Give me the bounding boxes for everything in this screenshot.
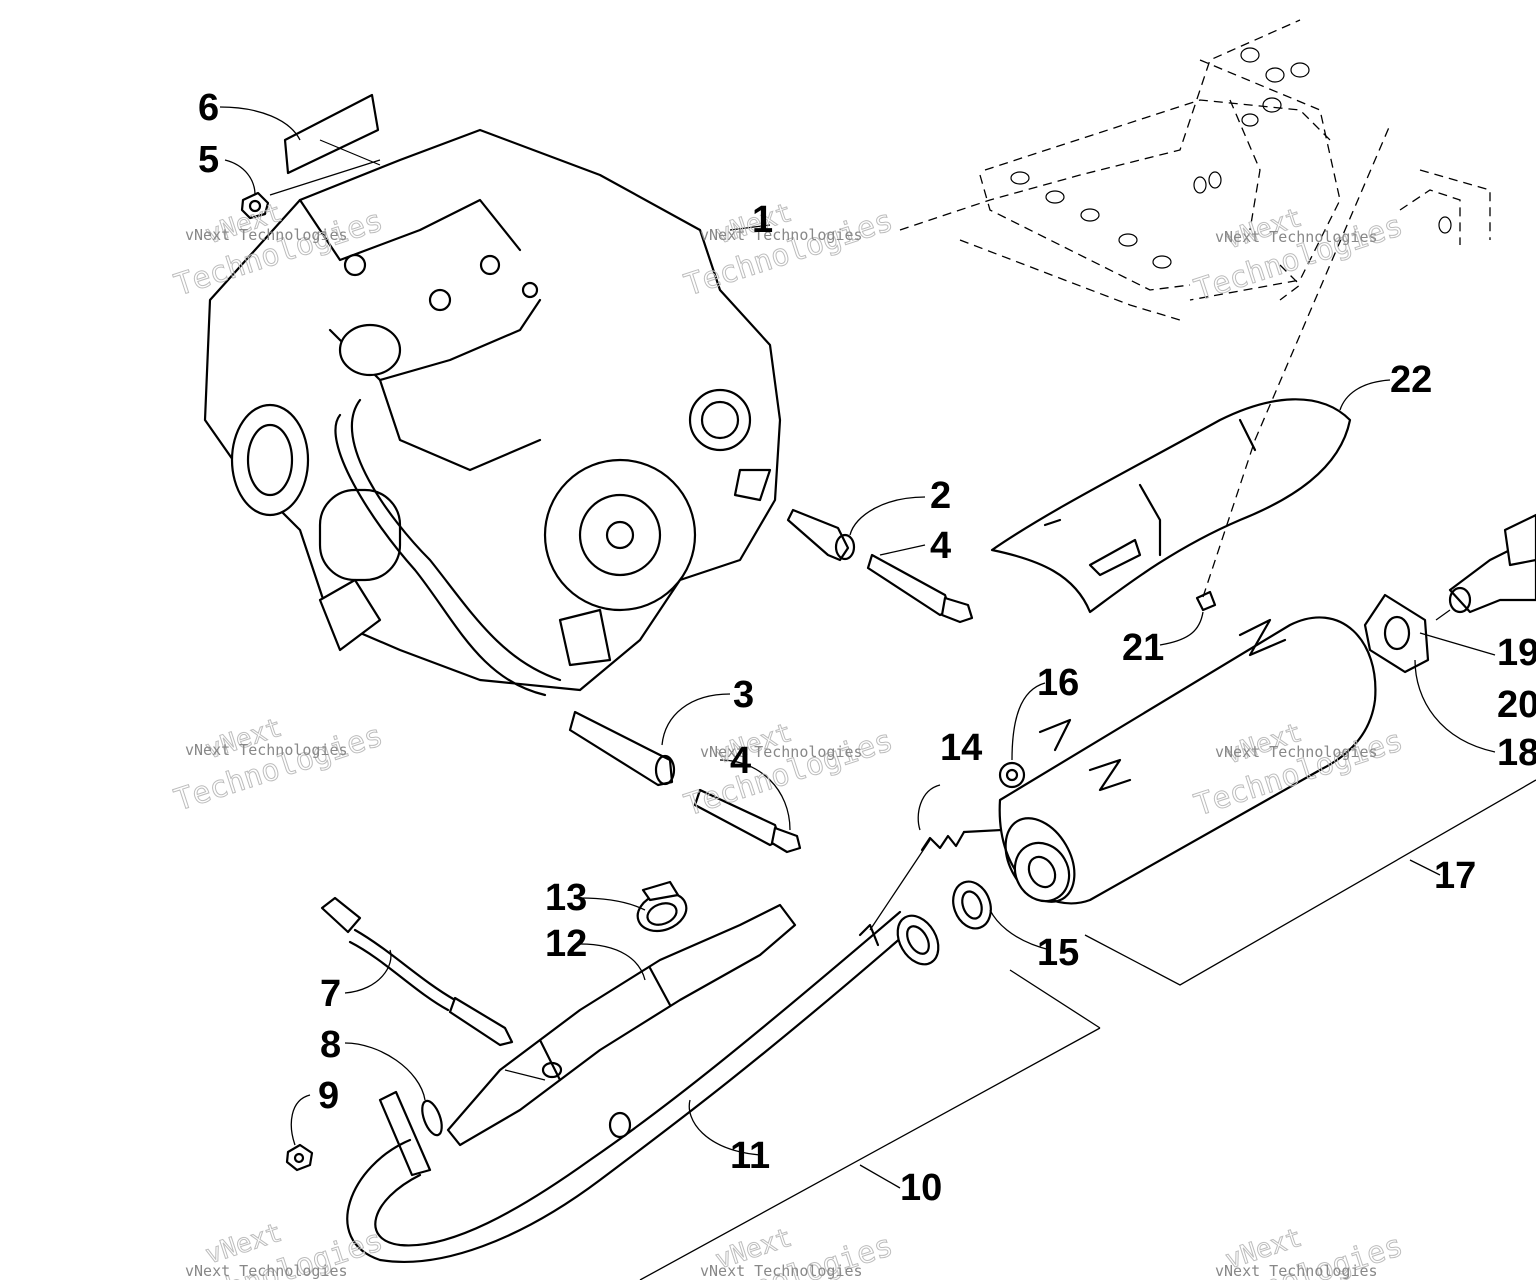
exhaust-pipe-10 <box>346 910 940 1263</box>
callout-4-lower: 4 <box>730 740 751 782</box>
callout-14: 14 <box>940 727 982 769</box>
heat-shield-12 <box>446 903 797 1147</box>
gasket-15 <box>952 880 992 930</box>
callout-12: 12 <box>545 923 587 965</box>
nut-9 <box>285 1143 314 1172</box>
callout-16: 16 <box>1037 662 1079 704</box>
callout-10: 10 <box>900 1167 942 1209</box>
frame-outline <box>899 19 1491 321</box>
callout-19: 19 <box>1497 632 1536 674</box>
callout-4-upper: 4 <box>930 525 951 567</box>
watermark-text: vNext Technologies <box>1215 1262 1378 1280</box>
muffler-17 <box>998 616 1377 905</box>
nut-5 <box>240 191 270 220</box>
callout-21: 21 <box>1122 627 1164 669</box>
callout-8: 8 <box>320 1024 341 1066</box>
watermark-text: vNext Technologies <box>185 226 348 244</box>
watermark-text: vNext Technologies <box>185 1262 348 1280</box>
clamp-13 <box>636 880 688 933</box>
watermark-text: vNext Technologies <box>185 741 348 759</box>
callout-3: 3 <box>733 674 754 716</box>
callout-13: 13 <box>545 877 587 919</box>
watermark-text: vNext Technologies <box>1215 228 1378 246</box>
engine-assembly <box>203 128 782 697</box>
callout-11: 11 <box>730 1135 770 1177</box>
oxygen-sensor-7 <box>320 896 514 1047</box>
callout-20: 20 <box>1497 684 1536 726</box>
watermark-text: vNext Technologies <box>700 1262 863 1280</box>
bolt-4-lower <box>693 788 802 854</box>
spark-arrestor-19 <box>1448 513 1536 614</box>
callout-1: 1 <box>752 199 773 241</box>
callout-7: 7 <box>320 973 341 1015</box>
callout-9: 9 <box>318 1075 339 1117</box>
watermark-text: vNext Technologies <box>1215 743 1378 761</box>
callout-6: 6 <box>198 87 219 129</box>
damper-2 <box>786 508 856 562</box>
bolt-4-upper <box>866 553 974 624</box>
screw-21 <box>1195 590 1217 612</box>
damper-3 <box>568 710 676 787</box>
leader-lines <box>219 106 1536 1280</box>
callout-labels: 6 5 1 2 4 3 4 7 8 9 10 11 12 13 14 15 16… <box>198 87 1536 1209</box>
callout-2: 2 <box>930 475 951 517</box>
frame-holes <box>1010 47 1452 269</box>
watermark-text: vNext Technologies <box>700 226 863 244</box>
decal-label <box>283 93 380 175</box>
callout-22: 22 <box>1390 359 1432 401</box>
callout-18: 18 <box>1497 732 1536 774</box>
watermark-text: vNext Technologies <box>700 743 863 761</box>
callout-17: 17 <box>1434 855 1476 897</box>
gasket-18 <box>1363 593 1430 674</box>
callout-5: 5 <box>198 139 219 181</box>
grommet-16 <box>998 761 1026 789</box>
callout-15: 15 <box>1037 932 1079 974</box>
gasket-8 <box>421 1099 443 1137</box>
muffler-heat-shield-22 <box>990 398 1352 614</box>
